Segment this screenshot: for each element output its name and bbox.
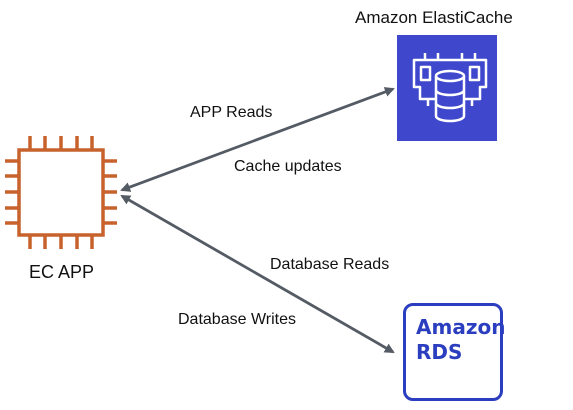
edge-label-app-reads: APP Reads — [190, 104, 273, 121]
rds-logo-line1: Amazon — [416, 315, 506, 339]
rds-logo-line2: RDS — [416, 340, 463, 364]
edge-label-cache-updates: Cache updates — [234, 158, 342, 175]
edge-label-database-writes: Database Writes — [178, 311, 296, 328]
rds-logo-icon: Amazon RDS — [403, 303, 506, 401]
connector-ec-app-elasticache — [120, 87, 395, 192]
connector-ec-app-rds — [120, 194, 395, 354]
ec2-chip-icon — [5, 136, 117, 249]
edge-label-database-reads: Database Reads — [270, 256, 390, 273]
elasticache-title: Amazon ElastiCache — [355, 8, 513, 27]
elasticache-memory-icon — [397, 35, 497, 141]
ec-app-title: EC APP — [29, 262, 95, 282]
